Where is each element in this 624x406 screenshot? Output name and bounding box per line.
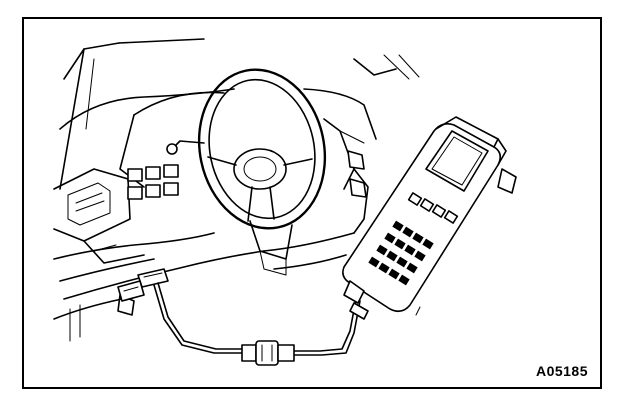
cable-icon bbox=[153, 282, 361, 356]
dashboard-icon bbox=[53, 88, 377, 342]
adapter-icon bbox=[241, 340, 295, 366]
hand-held-tester-icon bbox=[342, 116, 517, 320]
windshield-lines bbox=[59, 38, 420, 190]
steering-wheel-icon bbox=[166, 68, 327, 276]
connector-icon bbox=[117, 268, 169, 302]
keypad-icon bbox=[368, 220, 434, 286]
figure-code: A05185 bbox=[535, 363, 588, 379]
dashboard-tester-illustration bbox=[53, 38, 517, 366]
figure-frame: A05185 bbox=[22, 17, 602, 389]
